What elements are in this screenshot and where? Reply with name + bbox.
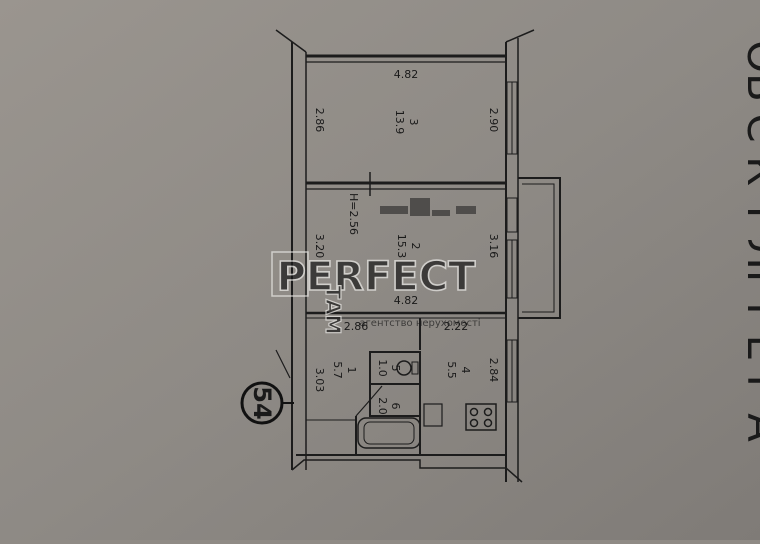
room-2: 2 15.3	[395, 234, 422, 259]
dim-room2-right: 3.16	[487, 234, 500, 259]
svg-text:15.3: 15.3	[395, 234, 408, 259]
dim-room2-width: 4.82	[394, 294, 419, 307]
svg-text:1.0: 1.0	[376, 359, 389, 377]
svg-text:4: 4	[459, 367, 472, 374]
svg-text:2.0: 2.0	[376, 397, 389, 415]
svg-text:5: 5	[389, 365, 402, 372]
svg-text:3: 3	[407, 119, 420, 126]
watermark: PERFECT ТАМ агентство нерухомості	[271, 251, 481, 335]
side-letters: ОБ'Є К Т ЛІ Т Е Р А	[738, 40, 760, 442]
bathtub	[357, 417, 421, 449]
stove	[465, 403, 497, 431]
dim-room2-left: 3.20	[313, 234, 326, 259]
room-6: 6 2.0	[376, 397, 402, 415]
svg-text:5.5: 5.5	[445, 361, 458, 379]
dim-room3-right: 2.90	[487, 108, 500, 133]
dim-room3-width: 4.82	[394, 68, 419, 81]
svg-text:2: 2	[409, 243, 422, 250]
room2-decor	[380, 198, 476, 216]
watermark-tagline: агентство нерухомості	[359, 317, 480, 329]
dim-hall-height: 3.03	[313, 368, 326, 393]
watermark-vertical: ТАМ	[321, 285, 345, 334]
svg-text:13.9: 13.9	[393, 110, 406, 135]
sink	[423, 403, 443, 427]
room-4: 4 5.5	[445, 361, 472, 379]
dim-ceiling-height: H=2.56	[347, 193, 360, 235]
outer-walls	[275, 29, 535, 483]
svg-text:5.7: 5.7	[331, 361, 344, 379]
dim-hall-right-width: 2.22	[444, 320, 469, 333]
dim-hall-left-width: 2.86	[344, 320, 369, 333]
room-1: 1 5.7	[331, 361, 358, 379]
toilet	[396, 360, 412, 376]
dim-kitchen-height: 2.84	[487, 358, 500, 383]
apartment-number-marker: 54	[240, 381, 294, 425]
room-labels: 3 13.9 2 15.3 1 5.7 5 1.0 6 2.0 4 5.5	[331, 110, 472, 415]
room-5: 5 1.0	[376, 359, 402, 377]
balcony	[518, 177, 561, 319]
watermark-brand: PERFECT	[277, 254, 476, 300]
svg-text:6: 6	[389, 403, 402, 410]
dim-room3-left: 2.86	[313, 108, 326, 133]
bathroom-fixtures	[357, 360, 443, 449]
svg-text:1: 1	[345, 367, 358, 374]
room-3: 3 13.9	[393, 110, 420, 135]
windows	[506, 81, 518, 403]
apartment-number: 54	[248, 386, 276, 419]
dimension-labels: 4.82 2.86 2.90 H=2.56 3.20 3.16 4.82 2.8…	[313, 68, 500, 392]
